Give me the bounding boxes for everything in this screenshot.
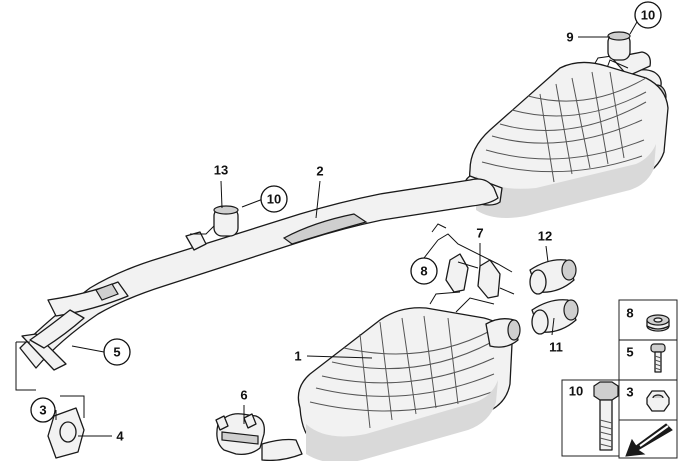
callout-11: 11	[549, 340, 563, 355]
bolt-icon	[593, 381, 619, 451]
tailpipe-tips	[529, 259, 579, 335]
callout-1: 1	[294, 349, 301, 364]
legend-item-3: 3	[626, 385, 670, 412]
rubber-mount-front	[190, 205, 239, 237]
centre-pipe	[19, 178, 499, 371]
pipe-clamp	[215, 413, 265, 456]
callout-10-top-label: 10	[641, 8, 655, 23]
callout-9-label: 9	[566, 30, 573, 45]
callout-10-top: 10	[634, 1, 662, 29]
callout-3-label: 3	[39, 403, 46, 418]
fastener-legend: 8 5 3 10	[561, 299, 678, 457]
callout-10-mid-label: 10	[267, 192, 281, 207]
gasket	[15, 341, 85, 459]
legend-item-5: 5	[626, 343, 666, 373]
nut-icon	[646, 390, 670, 412]
callout-8: 8	[410, 257, 438, 285]
legend-label-5: 5	[626, 345, 633, 360]
front-silencer	[261, 291, 521, 461]
callout-1-label: 1	[294, 349, 301, 364]
callout-7-label: 7	[476, 226, 483, 241]
callout-4: 4	[116, 429, 124, 444]
callout-9: 9	[566, 30, 573, 45]
callout-12-label: 12	[538, 229, 552, 244]
legend-item-8: 8	[626, 306, 670, 332]
callout-6: 6	[240, 388, 247, 403]
legend-label-8: 8	[626, 306, 633, 321]
callout-2-label: 2	[316, 164, 323, 179]
nav-arrow-button[interactable]	[618, 419, 678, 459]
callout-4-label: 4	[116, 429, 124, 444]
callout-11-label: 11	[549, 340, 563, 355]
callout-5: 5	[103, 338, 131, 366]
callout-6-label: 6	[240, 388, 247, 403]
legend-label-3: 3	[626, 385, 633, 400]
legend-label-10: 10	[569, 384, 583, 399]
callout-13-label: 13	[214, 163, 228, 178]
callout-2: 2	[316, 164, 323, 179]
callout-7: 7	[476, 226, 483, 241]
callout-10-mid: 10	[260, 185, 288, 213]
callout-12: 12	[538, 229, 552, 244]
rubber-mount-rear	[607, 31, 631, 61]
rubber-grommet-icon	[646, 314, 670, 332]
callout-3: 3	[30, 397, 56, 423]
legend-item-10: 10	[569, 381, 619, 451]
leader-lines	[55, 14, 642, 437]
arrow-down-left-icon	[625, 423, 673, 457]
hanger-brackets	[431, 223, 515, 299]
callout-8-label: 8	[420, 264, 427, 279]
callout-5-label: 5	[113, 345, 120, 360]
screw-icon	[650, 343, 666, 373]
callout-13: 13	[214, 163, 228, 178]
